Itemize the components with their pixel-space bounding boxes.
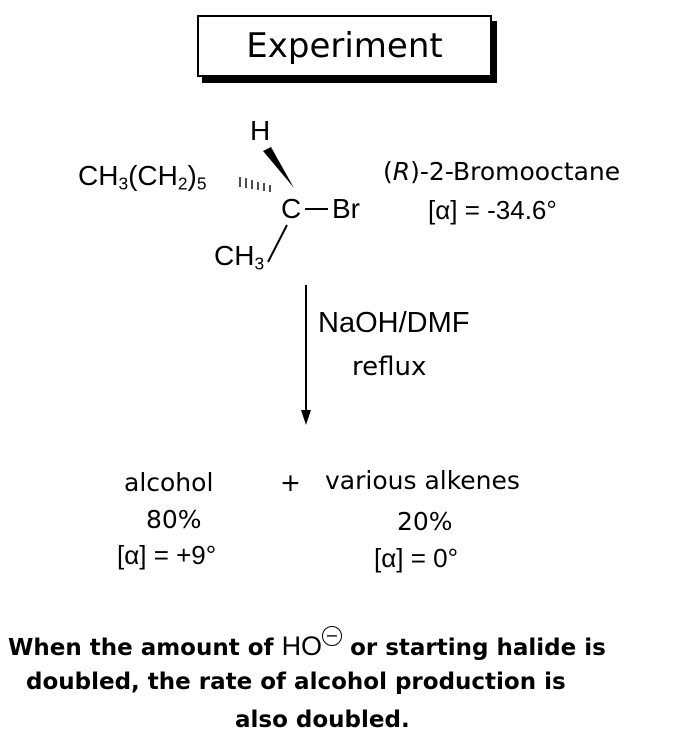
wedge-bond	[263, 147, 294, 188]
alcohol-label: alcohol	[124, 468, 214, 497]
arrow-head	[301, 410, 311, 425]
conclusion-part1: When the amount of	[8, 635, 274, 661]
charge-sign: −	[325, 626, 339, 645]
reagent-label: NaOH/DMF	[318, 307, 470, 339]
condition-label: reflux	[352, 352, 427, 382]
alkenes-label: various alkenes	[325, 466, 520, 495]
c-ch3-bond	[267, 224, 288, 263]
reactant-rotation: [α] = -34.6°	[428, 195, 557, 225]
name-open: (	[383, 157, 393, 186]
carbon-atom: C	[281, 193, 302, 224]
alkenes-rotation: [α] = 0°	[374, 543, 458, 573]
name-config: R	[392, 157, 411, 186]
conclusion-line-3: also doubled.	[235, 707, 410, 733]
name-rest: )-2-Bromooctane	[410, 157, 621, 186]
chain-sub-a: 3	[118, 173, 129, 194]
methyl-ch: CH	[214, 240, 255, 271]
methyl-sub: 3	[254, 253, 265, 274]
hydroxide-ion: HO	[281, 631, 323, 661]
conclusion-line-1: When the amount of HO− or starting halid…	[8, 626, 606, 662]
alcohol-yield: 80%	[146, 505, 202, 534]
chain-sub-c: 5	[196, 173, 207, 194]
charge-circle: −	[322, 626, 343, 646]
chain-ch-a: CH	[78, 160, 119, 191]
methyl-group: CH3	[214, 240, 264, 272]
bromine-atom: Br	[332, 193, 360, 224]
alkyl-chain: CH3(CH2)5	[78, 160, 207, 192]
conclusion-part2: or starting halide is	[350, 635, 606, 661]
page-title: Experiment	[246, 26, 443, 66]
alkenes-yield: 20%	[397, 507, 453, 536]
chain-sub-b: 2	[177, 173, 188, 194]
conclusion-line-2: doubled, the rate of alcohol production …	[26, 669, 566, 695]
hashed-bond	[239, 177, 271, 192]
title-box: Experiment	[197, 15, 492, 77]
hydrogen-atom: H	[250, 115, 271, 146]
alcohol-rotation: [α] = +9°	[117, 540, 217, 570]
plus-sign: +	[280, 468, 301, 497]
reactant-name: (R)-2-Bromooctane	[383, 157, 620, 186]
chain-close: )	[187, 160, 197, 191]
chain-ch-b: (CH	[128, 160, 178, 191]
